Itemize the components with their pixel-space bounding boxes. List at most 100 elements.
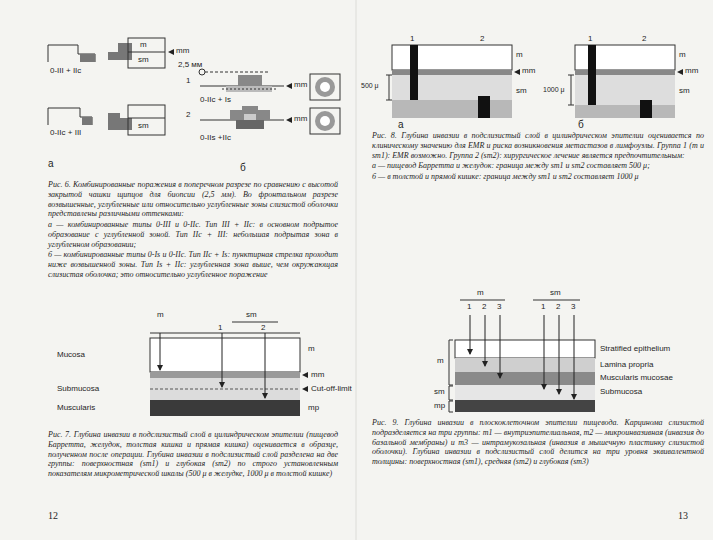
tissue-layer: Muscularis mucosae bbox=[455, 372, 707, 385]
figure-label: m bbox=[140, 40, 147, 49]
illustration-stroke bbox=[500, 315, 501, 378]
illustration-stroke bbox=[226, 86, 272, 92]
figure-label: 2 bbox=[482, 302, 486, 311]
caption-block: Рис. 9. Глубина инвазии в плоскоклеточно… bbox=[372, 418, 704, 468]
caption-block: Рис. 7. Глубина инвазии в подслизистый с… bbox=[48, 430, 338, 480]
illustration-stroke bbox=[559, 315, 560, 394]
figure-label: а bbox=[48, 158, 54, 170]
layer-name: Submucosa bbox=[600, 388, 642, 397]
illustration-stroke bbox=[320, 82, 330, 92]
illustration-stroke bbox=[128, 118, 165, 119]
illustration-stroke bbox=[236, 120, 264, 129]
figure-label: mp bbox=[308, 403, 319, 412]
figure-label: sm bbox=[679, 86, 690, 95]
illustration-stroke bbox=[150, 400, 300, 416]
figure-label: mm bbox=[685, 66, 698, 75]
illustration-stroke bbox=[48, 108, 92, 125]
layer-name: Muscularis mucosae bbox=[600, 374, 673, 383]
illustration-stroke bbox=[455, 400, 595, 412]
illustration-stroke bbox=[356, 0, 357, 540]
figure-label: sm bbox=[550, 288, 561, 297]
illustration-stroke bbox=[568, 105, 574, 106]
illustration-stroke bbox=[160, 333, 161, 370]
figure-label: m bbox=[308, 344, 315, 353]
illustration-stroke bbox=[222, 89, 276, 90]
illustration-stroke bbox=[82, 117, 92, 125]
figure-label: mm bbox=[311, 370, 324, 379]
figure-label: 3 bbox=[497, 302, 501, 311]
illustration-stroke bbox=[310, 74, 340, 100]
illustration-stroke bbox=[150, 338, 300, 372]
tissue-layer: Submucosa bbox=[55, 378, 150, 400]
figure-label: sm bbox=[138, 121, 149, 130]
figure-label: m bbox=[477, 288, 484, 297]
illustration-stroke bbox=[48, 45, 95, 62]
illustration-stroke bbox=[199, 69, 205, 75]
illustration-stroke bbox=[533, 300, 580, 301]
figure-label: 1 bbox=[410, 34, 414, 43]
figure-caption: Рис. 9. Глубина инвазии в плоскоклеточно… bbox=[372, 418, 704, 467]
illustration-stroke bbox=[244, 114, 256, 120]
figure-label: 1 bbox=[186, 76, 190, 85]
figure-label: б bbox=[578, 119, 584, 131]
figure-label: 1 bbox=[541, 302, 545, 311]
illustration-stroke bbox=[205, 72, 268, 73]
illustration-stroke bbox=[128, 105, 165, 135]
figure-label: sm bbox=[246, 310, 257, 319]
illustration-stroke bbox=[449, 386, 453, 400]
tissue-layer: Lamina propria bbox=[455, 358, 707, 372]
illustration-stroke bbox=[460, 300, 505, 301]
figure-caption: б — в толстой и прямой кишке: граница ме… bbox=[372, 172, 704, 182]
figure-label: 2,5 мм bbox=[178, 60, 202, 69]
layer-name: Submucosa bbox=[57, 385, 99, 394]
illustration-stroke bbox=[470, 315, 471, 354]
illustration-stroke bbox=[315, 111, 335, 131]
illustration-stroke bbox=[315, 77, 335, 97]
illustration-stroke bbox=[150, 333, 300, 334]
illustration-stroke bbox=[514, 69, 520, 75]
figure-label: sm bbox=[138, 55, 149, 64]
figure-label: 0-IIc + III bbox=[50, 128, 81, 137]
illustration-stroke bbox=[222, 333, 223, 387]
illustration-stroke bbox=[588, 45, 596, 105]
figure-label: 0-III + IIc bbox=[50, 66, 81, 75]
figure-label: 3 bbox=[571, 302, 575, 311]
figure-caption: Рис. 6. Комбинированные поражения в попе… bbox=[48, 180, 338, 219]
figure-label: а bbox=[398, 119, 404, 131]
illustration-stroke bbox=[392, 100, 512, 118]
figure-label: 500 μ bbox=[361, 82, 379, 90]
illustration-stroke bbox=[150, 372, 300, 378]
illustration-stroke bbox=[320, 116, 330, 126]
illustration-stroke bbox=[571, 75, 572, 105]
tissue-layer: Mucosa bbox=[55, 338, 150, 372]
figure-label: m bbox=[516, 50, 523, 59]
illustration-stroke bbox=[286, 117, 292, 123]
figure-label: 1000 μ bbox=[543, 86, 565, 94]
figure-label: 2 bbox=[556, 302, 560, 311]
illustration-stroke bbox=[168, 49, 174, 55]
figure-label: 0-IIc + Is bbox=[200, 95, 231, 104]
figure-label: 2 bbox=[642, 34, 646, 43]
illustration-stroke bbox=[128, 52, 165, 53]
figure-caption: Рис. 7. Глубина инвазии в подслизистый с… bbox=[48, 430, 338, 479]
page-number: 13 bbox=[678, 510, 688, 522]
illustration-stroke bbox=[232, 322, 278, 323]
illustration-stroke bbox=[230, 106, 270, 120]
illustration-stroke bbox=[286, 83, 292, 89]
figure-label: 0-IIs +IIc bbox=[200, 133, 231, 142]
figure-caption: а — комбинированные типы 0-III и 0-IIc. … bbox=[48, 220, 338, 249]
illustration-stroke bbox=[575, 105, 675, 118]
illustration-stroke bbox=[389, 75, 390, 100]
illustration-stroke bbox=[386, 75, 392, 76]
figure-label: 1 bbox=[588, 34, 592, 43]
illustration-stroke bbox=[265, 333, 266, 398]
layer-name: Muscularis bbox=[57, 404, 95, 413]
illustration-stroke bbox=[478, 96, 490, 118]
illustration-stroke bbox=[80, 54, 95, 62]
illustration-stroke bbox=[574, 315, 575, 399]
illustration-stroke bbox=[410, 45, 418, 100]
page-number: 12 bbox=[48, 510, 58, 522]
figure-label: sm bbox=[516, 86, 527, 95]
illustration-stroke bbox=[640, 100, 652, 118]
